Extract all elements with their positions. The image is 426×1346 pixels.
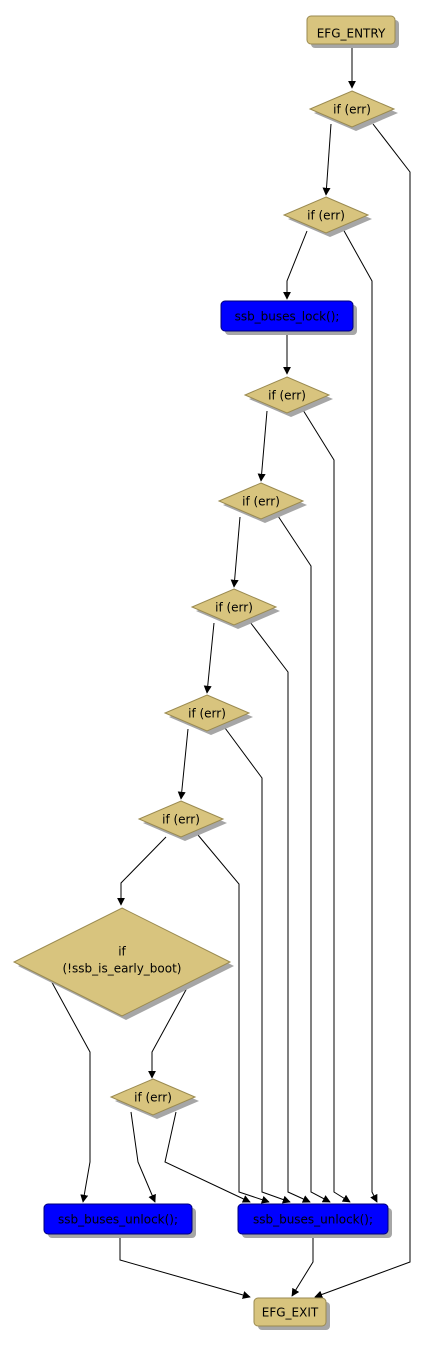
edge-if5-unlock [249, 621, 311, 1203]
edge-if1-if2 [322, 123, 332, 196]
if8-label: if (err) [134, 1091, 172, 1105]
edge-if4-unlock [277, 515, 331, 1203]
decision-if2[interactable]: if (err) [282, 196, 372, 237]
edge-unlockleft-exit [119, 1235, 251, 1299]
action-unlock-left[interactable]: ssb_buses_unlock(); [43, 1203, 196, 1238]
decision-if5[interactable]: if (err) [190, 588, 280, 629]
edge-if6-if7 [177, 728, 189, 800]
edge-if6-unlock [224, 727, 291, 1204]
edge-if8-unlockright [164, 1111, 251, 1203]
edge-if4-if5 [230, 516, 241, 588]
unlock-right-label: ssb_buses_unlock(); [253, 1213, 373, 1227]
decision-if6[interactable]: if (err) [163, 694, 253, 735]
lock-label: ssb_buses_lock(); [235, 310, 340, 324]
action-unlock-right[interactable]: ssb_buses_unlock(); [237, 1203, 392, 1238]
if2-label: if (err) [307, 209, 345, 223]
if6-label: if (err) [188, 707, 226, 721]
decision-if-early-boot[interactable]: if (!ssb_is_early_boot) [12, 907, 234, 1020]
if1-label: if (err) [333, 103, 371, 117]
if7-label: if (err) [162, 813, 200, 827]
decision-if4[interactable]: if (err) [217, 482, 307, 523]
decision-if8[interactable]: if (err) [109, 1078, 199, 1119]
action-lock[interactable]: ssb_buses_lock(); [220, 300, 357, 335]
if-early-label-line2: (!ssb_is_early_boot) [63, 962, 182, 976]
entry-label: EFG_ENTRY [317, 27, 386, 41]
decision-if1[interactable]: if (err) [308, 90, 398, 131]
edge-if7-ifearly [117, 836, 167, 906]
edge-if5-if6 [203, 622, 215, 694]
edge-if3-if4 [257, 410, 268, 482]
if3-label: if (err) [268, 389, 306, 403]
edge-ifearly-if8 [148, 976, 194, 1079]
if-early-label-line1: if [118, 945, 126, 959]
edge-ifearly-unlockleft [48, 976, 91, 1203]
nodes: EFG_ENTRY if (err) if (err) ssb_buses_lo… [12, 15, 399, 1330]
edges [48, 46, 411, 1299]
edge-if7-unlock [197, 834, 270, 1204]
edge-if2-lock [283, 230, 308, 300]
edge-if1-exit [314, 123, 411, 1299]
edge-if2-unlock [342, 228, 378, 1203]
exit-node[interactable]: EFG_EXIT [253, 1297, 330, 1330]
edge-if8-unlockleft [130, 1111, 156, 1203]
entry-node[interactable]: EFG_ENTRY [306, 15, 399, 48]
edge-unlockright-exit [291, 1235, 314, 1297]
decision-if7[interactable]: if (err) [137, 800, 227, 841]
if4-label: if (err) [242, 495, 280, 509]
unlock-left-label: ssb_buses_unlock(); [58, 1213, 178, 1227]
decision-if3[interactable]: if (err) [243, 376, 333, 417]
exit-label: EFG_EXIT [262, 1306, 319, 1320]
edge-if3-unlock [302, 409, 351, 1203]
if5-label: if (err) [215, 601, 253, 615]
